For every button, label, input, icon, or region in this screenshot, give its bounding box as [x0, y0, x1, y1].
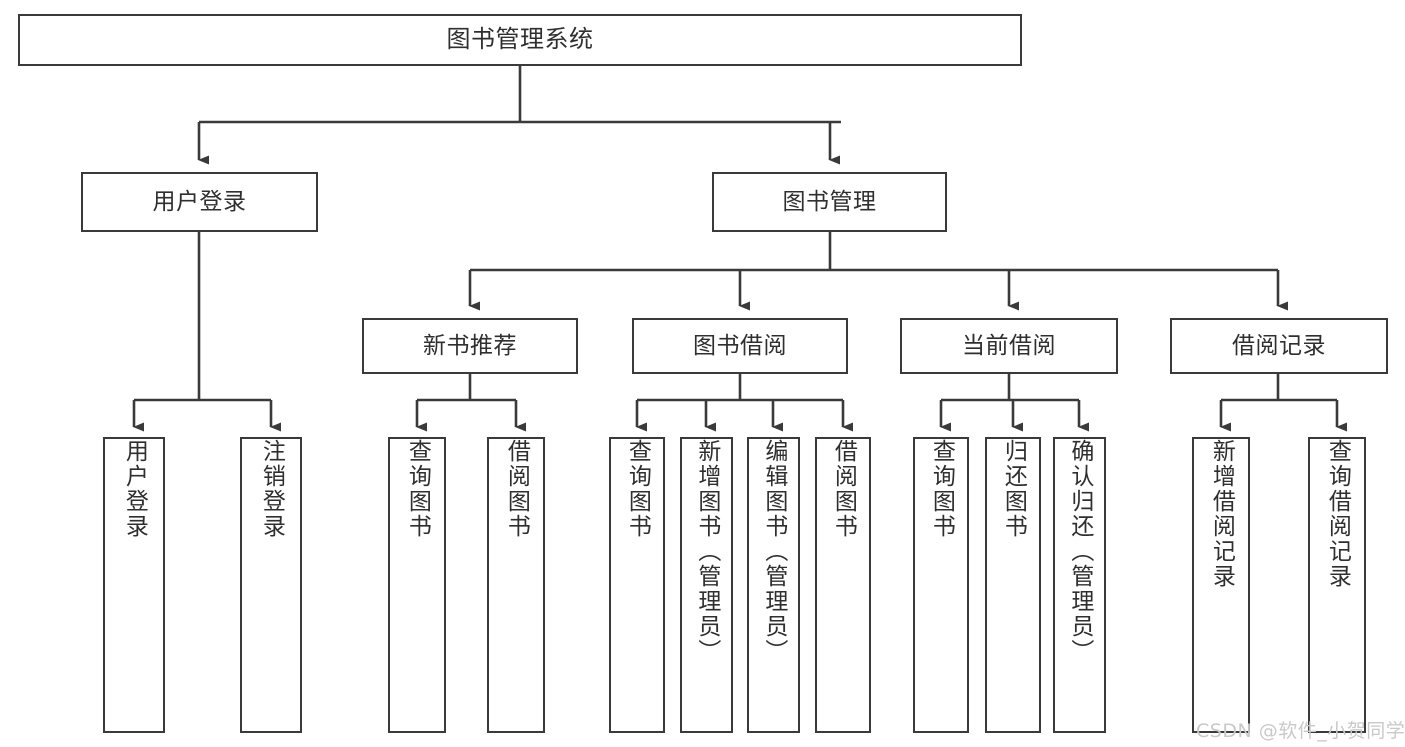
node-leaf-edit-book-label: 编辑图书（管理员）	[760, 439, 787, 664]
node-leaf-query-book-1[interactable]: 查询图书	[388, 437, 446, 733]
node-leaf-query-book-1-label: 查询图书	[404, 439, 431, 539]
edge-group-book-manage	[468, 232, 1288, 311]
node-current-borrow-label: 当前借阅	[962, 332, 1056, 359]
node-leaf-query-book-3[interactable]: 查询图书	[913, 437, 969, 733]
node-leaf-return-book[interactable]: 归还图书	[985, 437, 1041, 733]
node-leaf-query-book-3-label: 查询图书	[928, 439, 955, 539]
edge-group-new-book-recommend	[415, 374, 526, 432]
node-leaf-query-record[interactable]: 查询借阅记录	[1308, 437, 1366, 733]
node-leaf-add-book-label: 新增图书（管理员）	[693, 439, 720, 664]
node-user-login[interactable]: 用户登录	[81, 172, 318, 232]
edge-group-borrow-record	[1219, 374, 1347, 432]
node-leaf-confirm-return[interactable]: 确认归还（管理员）	[1053, 437, 1106, 733]
node-leaf-user-login-label: 用户登录	[121, 439, 148, 539]
node-leaf-add-record[interactable]: 新增借阅记录	[1192, 437, 1250, 733]
edge-group-current-borrow	[939, 374, 1089, 432]
node-leaf-edit-book[interactable]: 编辑图书（管理员）	[747, 437, 800, 733]
node-book-manage[interactable]: 图书管理	[712, 172, 947, 232]
node-root[interactable]: 图书管理系统	[18, 14, 1022, 66]
node-leaf-add-book[interactable]: 新增图书（管理员）	[680, 437, 733, 733]
node-leaf-user-logout-label: 注销登录	[258, 439, 285, 539]
edge-group-user-login	[132, 232, 281, 432]
node-leaf-add-record-label: 新增借阅记录	[1208, 439, 1235, 589]
node-leaf-borrow-book-1[interactable]: 借阅图书	[487, 437, 545, 733]
node-leaf-confirm-return-label: 确认归还（管理员）	[1066, 439, 1093, 664]
node-leaf-borrow-book-1-label: 借阅图书	[503, 439, 530, 539]
node-leaf-user-login[interactable]: 用户登录	[103, 437, 165, 733]
node-book-borrow[interactable]: 图书借阅	[632, 318, 848, 374]
node-leaf-return-book-label: 归还图书	[1000, 439, 1027, 539]
node-new-book-recommend[interactable]: 新书推荐	[362, 318, 578, 374]
node-leaf-borrow-book-2[interactable]: 借阅图书	[815, 437, 871, 733]
node-user-login-label: 用户登录	[152, 188, 247, 215]
node-book-manage-label: 图书管理	[782, 188, 877, 215]
edge-group-root	[197, 66, 841, 165]
node-leaf-query-book-2-label: 查询图书	[624, 439, 651, 539]
node-new-book-recommend-label: 新书推荐	[423, 332, 517, 359]
node-borrow-record[interactable]: 借阅记录	[1170, 318, 1388, 374]
node-leaf-query-book-2[interactable]: 查询图书	[609, 437, 665, 733]
node-borrow-record-label: 借阅记录	[1232, 332, 1326, 359]
node-leaf-borrow-book-2-label: 借阅图书	[830, 439, 857, 539]
node-book-borrow-label: 图书借阅	[693, 332, 787, 359]
node-leaf-query-record-label: 查询借阅记录	[1324, 439, 1351, 589]
node-root-label: 图书管理系统	[446, 25, 594, 54]
node-current-borrow[interactable]: 当前借阅	[900, 318, 1118, 374]
node-leaf-user-logout[interactable]: 注销登录	[240, 437, 302, 733]
edge-group-book-borrow	[635, 374, 853, 432]
